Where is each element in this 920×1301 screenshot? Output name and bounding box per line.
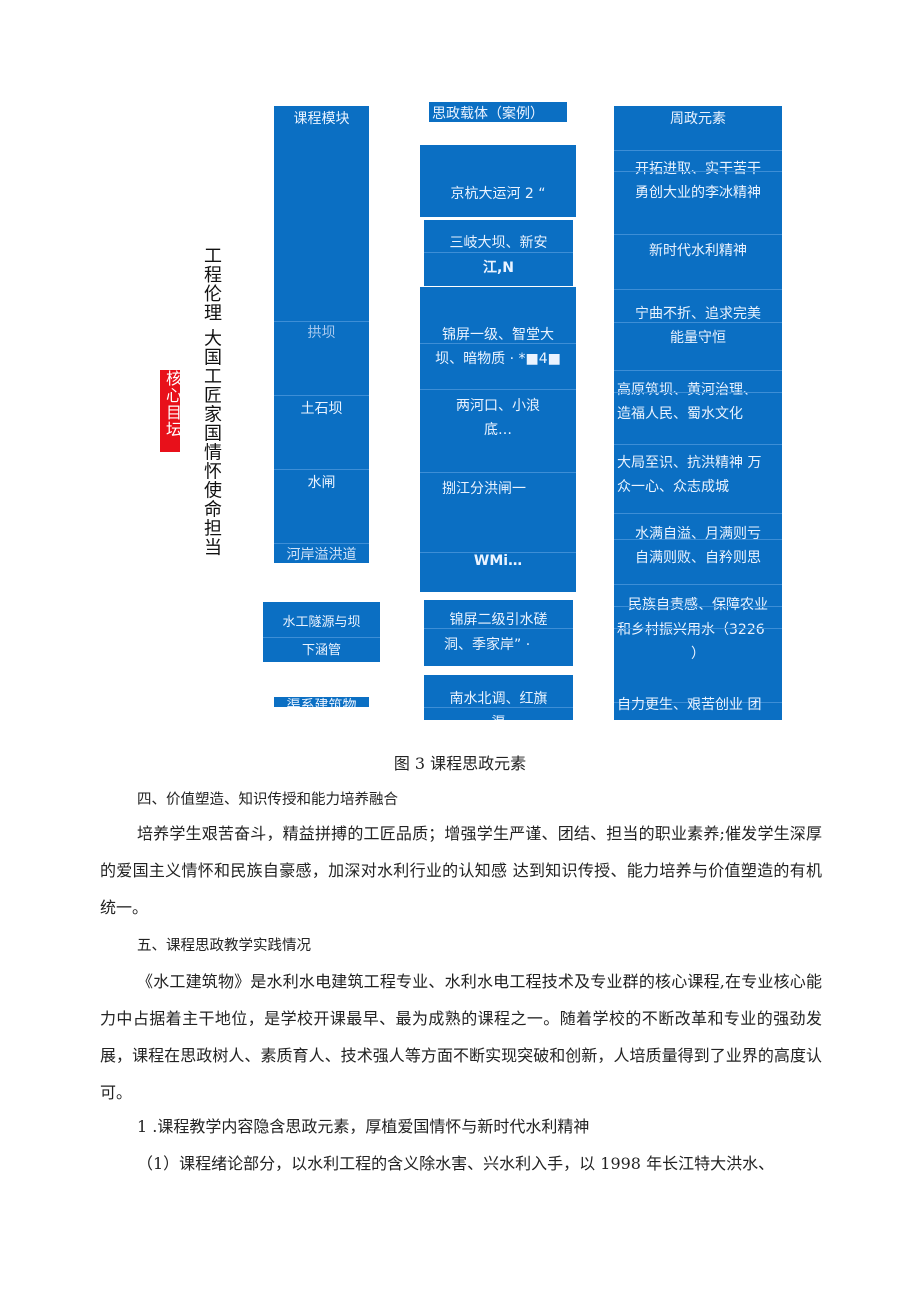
element-text: ） <box>691 646 705 662</box>
element-text: 水满自溢、月满则亏 <box>635 526 761 542</box>
element-text: 高原筑坝、黄河治理、 <box>617 382 757 398</box>
module-item: 水工隧源与坝 <box>282 615 361 630</box>
module-tunnel-box: 水工隧源与坝 下涵管 <box>263 602 380 662</box>
element-text: 造福人民、蜀水文化 <box>617 406 743 422</box>
element-text: 宁曲不折、追求完美 <box>635 306 761 322</box>
carrier-text: 三岐大坝、新安 <box>449 235 548 251</box>
elements-header: 周政元素 <box>670 111 726 127</box>
element-text: 新时代水利精神 <box>649 243 747 259</box>
list-item-heading: 1 .课程教学内容隐含思政元素，厚植爱国情怀与新时代水利精神 <box>137 1117 590 1136</box>
module-item: 河岸溢洪道 <box>286 547 357 563</box>
carriers-header: 思政载体（案例） <box>429 102 567 122</box>
element-text: 大局至识、抗洪精神 万 <box>617 455 762 471</box>
carrier-text: 两河口、小浪 <box>456 398 540 414</box>
goal-text: 工程伦理 大国工匠家国情怀使命担当 <box>201 246 222 557</box>
element-text: 勇创大业的李冰精神 <box>635 185 761 201</box>
paragraph: 培养学生艰苦奋斗，精益拼搏的工匠品质；增强学生严谨、团结、担当的职业素养;催发学… <box>100 824 822 917</box>
module-item: 拱坝 <box>307 325 336 341</box>
element-text: 开拓进取、实干苦干 <box>635 161 761 177</box>
elements-column: 周政元素 开拓进取、实干苦干 勇创大业的李冰精神 新时代水利精神 宁曲不折、追求… <box>614 106 782 720</box>
module-item: 土石坝 <box>300 401 343 417</box>
module-item: 水闸 <box>307 475 336 491</box>
section-heading: 五、课程思政教学实践情况 <box>137 938 311 954</box>
carrier-text: 南水北调、红旗 <box>449 691 548 707</box>
carrier-box: 三岐大坝、新安 江,N <box>424 220 573 286</box>
carrier-text: 捌江分洪闸一 <box>442 481 526 497</box>
module-item: 下涵管 <box>301 643 341 658</box>
carrier-box: 南水北调、红旗 渠 <box>424 675 573 720</box>
paragraph: （1）课程绪论部分，以水利工程的含义除水害、兴水利入手，以 1998 年长江特大… <box>137 1154 775 1173</box>
carrier-text: 锦屏二级引水磋 <box>449 612 548 628</box>
carrier-box: 锦屏一级、智堂大 坝、暗物质 · *■4■ 两河口、小浪 底… 捌江分洪闸一 W… <box>420 287 576 592</box>
element-text: 民族自责感、保障农业 <box>628 597 768 613</box>
carrier-text: 锦屏一级、智堂大 <box>442 327 554 343</box>
carrier-text: 坝、暗物质 · *■4■ <box>435 351 561 367</box>
carriers-header-label: 思政载体（案例） <box>432 106 544 122</box>
carrier-text: 洞、季家岸” · <box>444 637 531 653</box>
element-text: 自力更生、艰苦创业 团 <box>617 697 762 713</box>
carrier-text: 江,N <box>482 260 515 276</box>
carrier-box: 京杭大运河 2 “ <box>420 145 576 217</box>
carrier-text: WMi… <box>473 553 523 569</box>
section-heading: 四、价值塑造、知识传授和能力培养融合 <box>137 792 398 808</box>
paragraph: 《水工建筑物》是水利水电建筑工程专业、水利水电工程技术及专业群的核心课程,在专业… <box>100 972 822 1102</box>
module-item: 渠系建筑物 <box>286 698 357 707</box>
figure-caption: 图 3 课程思政元素 <box>393 754 527 773</box>
carrier-text: 底… <box>484 422 512 438</box>
core-goal-label: 核心目坛 <box>163 370 182 438</box>
carrier-text: 京杭大运河 2 “ <box>450 186 546 202</box>
module-canal-box: 渠系建筑物 <box>274 697 369 707</box>
element-text: 和乡村振兴用水（3226 <box>617 622 765 638</box>
element-text: 众一心、众志成城 <box>617 479 729 495</box>
modules-column: 课程模块 拱坝 土石坝 水闸 河岸溢洪道 <box>274 106 369 563</box>
modules-header: 课程模块 <box>293 111 350 127</box>
carrier-box: 锦屏二级引水磋 洞、季家岸” · <box>424 600 573 666</box>
carrier-text: 渠 <box>424 712 573 720</box>
element-text: 能量守恒 <box>670 330 726 346</box>
element-text: 自满则败、自矜则思 <box>635 550 761 566</box>
